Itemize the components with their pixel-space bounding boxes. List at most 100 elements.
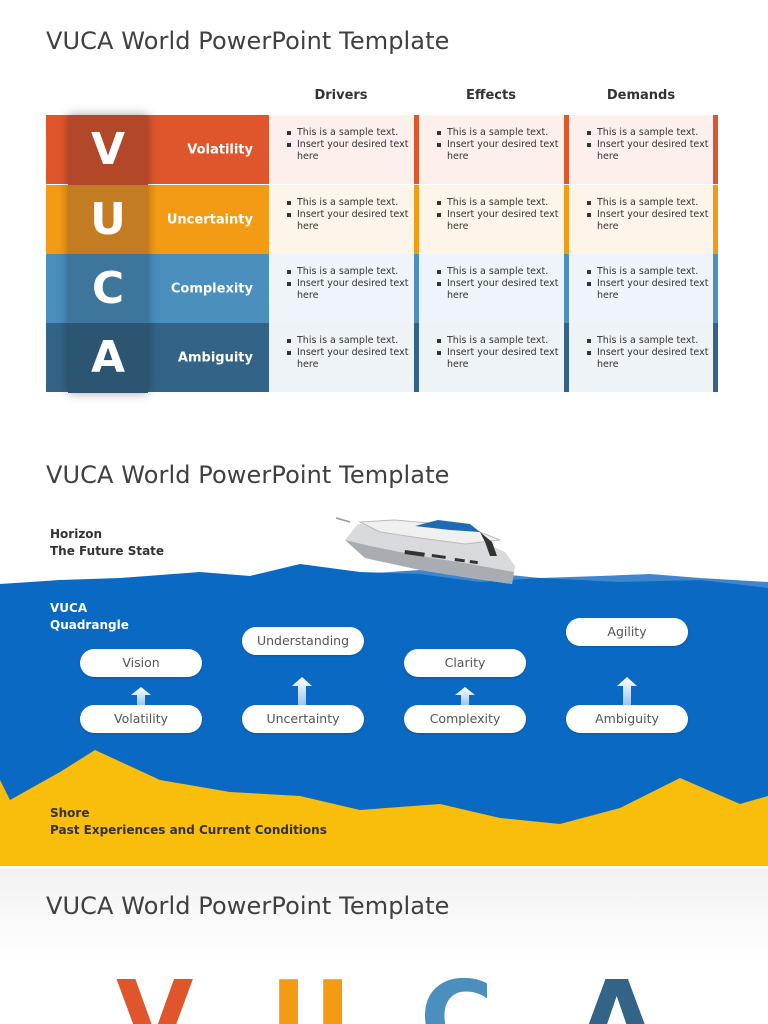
- arrow-up-icon: [455, 687, 475, 705]
- vuca-sublabel: Quadrangle: [50, 618, 129, 632]
- column-separator: [713, 323, 718, 392]
- column-separator: [414, 185, 419, 254]
- horizon-label: Horizon: [50, 527, 103, 541]
- bullet-list: This is a sample text.Insert your desire…: [437, 197, 564, 233]
- column-separator: [564, 185, 569, 254]
- pill-complexity: Complexity: [404, 705, 526, 733]
- slide-title: VUCA World PowerPoint Template: [46, 461, 450, 489]
- bullet-item: Insert your desired text here: [437, 278, 564, 302]
- letter-block: V: [68, 115, 148, 185]
- letter-block: A: [68, 323, 148, 393]
- letter-block: U: [68, 185, 148, 254]
- bullet-item: This is a sample text.: [587, 266, 713, 278]
- bullet-item: This is a sample text.: [437, 335, 564, 347]
- pill-volatility: Volatility: [80, 705, 202, 733]
- bullet-list: This is a sample text.Insert your desire…: [587, 335, 713, 371]
- bullet-item: This is a sample text.: [287, 127, 414, 139]
- pill-ambiguity: Ambiguity: [566, 705, 688, 733]
- slide-vuca-boat: VUCA World PowerPoint Template Horizon T…: [0, 432, 768, 866]
- slide-vuca-table: VUCA World PowerPoint Template Drivers E…: [0, 0, 768, 430]
- bullet-list: This is a sample text.Insert your desire…: [437, 335, 564, 371]
- big-letter-c: C: [420, 959, 494, 1024]
- bullet-item: Insert your desired text here: [287, 347, 414, 371]
- pill-vision: Vision: [80, 649, 202, 677]
- arrow-up-icon: [131, 687, 151, 705]
- shore-label: Shore: [50, 806, 90, 820]
- big-letter-u: U: [270, 959, 352, 1024]
- bullet-item: This is a sample text.: [437, 197, 564, 209]
- table-cell: This is a sample text.Insert your desire…: [419, 254, 564, 323]
- bullet-item: This is a sample text.: [587, 335, 713, 347]
- bullet-list: This is a sample text.Insert your desire…: [587, 197, 713, 233]
- bullet-item: This is a sample text.: [287, 335, 414, 347]
- column-separator: [713, 254, 718, 323]
- pill-clarity: Clarity: [404, 649, 526, 677]
- vuca-letter: V: [90, 124, 126, 175]
- column-separator: [564, 254, 569, 323]
- bullet-item: Insert your desired text here: [587, 278, 713, 302]
- vuca-letter: A: [90, 332, 126, 383]
- pill-uncertainty: Uncertainty: [242, 705, 364, 733]
- bullet-list: This is a sample text.Insert your desire…: [287, 197, 414, 233]
- bullet-list: This is a sample text.Insert your desire…: [587, 266, 713, 302]
- table-cell: This is a sample text.Insert your desire…: [569, 254, 713, 323]
- column-header-drivers: Drivers: [314, 88, 368, 103]
- column-header-demands: Demands: [606, 88, 676, 103]
- bullet-item: Insert your desired text here: [287, 139, 414, 163]
- column-separator: [713, 185, 718, 254]
- arrow-up-icon: [292, 677, 312, 705]
- table-cell: This is a sample text.Insert your desire…: [269, 115, 414, 184]
- table-cell: This is a sample text.Insert your desire…: [569, 323, 713, 392]
- letter-block: C: [68, 254, 148, 323]
- bullet-item: Insert your desired text here: [437, 347, 564, 371]
- table-cell: This is a sample text.Insert your desire…: [419, 115, 564, 184]
- row-label: Ambiguity: [177, 350, 253, 365]
- table-cell: This is a sample text.Insert your desire…: [269, 185, 414, 254]
- bullet-item: This is a sample text.: [287, 266, 414, 278]
- bullet-item: This is a sample text.: [287, 197, 414, 209]
- bullet-item: Insert your desired text here: [287, 209, 414, 233]
- bullet-item: Insert your desired text here: [587, 139, 713, 163]
- pill-understanding: Understanding: [242, 627, 364, 655]
- column-header-effects: Effects: [466, 88, 516, 103]
- vuca-label: VUCA: [50, 601, 88, 615]
- bullet-list: This is a sample text.Insert your desire…: [287, 127, 414, 163]
- bullet-item: This is a sample text.: [587, 127, 713, 139]
- arrow-up-icon: [617, 677, 637, 705]
- table-cell: This is a sample text.Insert your desire…: [419, 323, 564, 392]
- bullet-list: This is a sample text.Insert your desire…: [287, 266, 414, 302]
- bullet-item: Insert your desired text here: [437, 209, 564, 233]
- bullet-item: This is a sample text.: [437, 127, 564, 139]
- slide-title: VUCA World PowerPoint Template: [46, 27, 450, 55]
- shore-sublabel: Past Experiences and Current Conditions: [50, 823, 327, 837]
- column-separator: [414, 323, 419, 392]
- table-cell: This is a sample text.Insert your desire…: [269, 254, 414, 323]
- bullet-list: This is a sample text.Insert your desire…: [437, 266, 564, 302]
- bullet-item: Insert your desired text here: [437, 139, 564, 163]
- column-separator: [414, 254, 419, 323]
- bullet-item: This is a sample text.: [587, 197, 713, 209]
- row-label: Complexity: [170, 281, 253, 296]
- bullet-item: This is a sample text.: [437, 266, 564, 278]
- bullet-list: This is a sample text.Insert your desire…: [437, 127, 564, 163]
- pill-agility: Agility: [566, 618, 688, 646]
- column-separator: [713, 115, 718, 184]
- horizon-sublabel: The Future State: [50, 544, 165, 558]
- horizon-caption: Horizon The Future State: [50, 526, 164, 560]
- row-label: Volatility: [187, 142, 253, 157]
- boat-illustration: [335, 517, 515, 584]
- vuca-letter: C: [91, 263, 125, 314]
- vuca-caption: VUCA Quadrangle: [50, 600, 129, 634]
- vuca-letter: U: [90, 194, 126, 245]
- table-cell: This is a sample text.Insert your desire…: [569, 115, 713, 184]
- shore-caption: Shore Past Experiences and Current Condi…: [50, 805, 327, 839]
- bullet-list: This is a sample text.Insert your desire…: [587, 127, 713, 163]
- row-label: Uncertainty: [166, 212, 253, 227]
- column-separator: [414, 115, 419, 184]
- big-letter-a: A: [578, 959, 656, 1024]
- column-separator: [564, 115, 569, 184]
- shore: [0, 750, 768, 866]
